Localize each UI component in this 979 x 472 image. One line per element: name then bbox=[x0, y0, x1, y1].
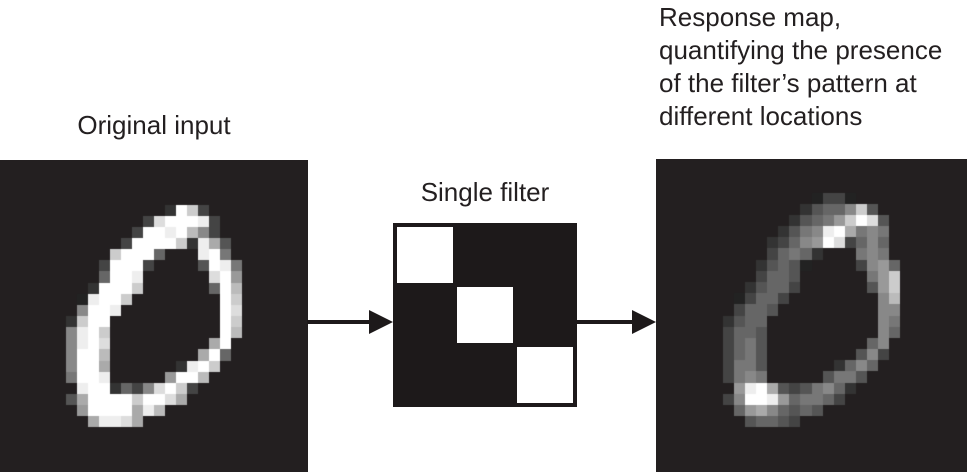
original-input-image bbox=[0, 160, 308, 472]
filter-cell-on bbox=[457, 287, 513, 343]
filter-grid bbox=[393, 223, 577, 407]
flow-arrow-right-line bbox=[577, 320, 635, 324]
caption-line-4: different locations bbox=[659, 101, 863, 131]
response-map-image bbox=[656, 159, 967, 472]
flow-arrow-left-line bbox=[307, 320, 370, 324]
caption-line-1: Response map, bbox=[659, 2, 842, 32]
filter-cell-on bbox=[517, 347, 573, 403]
caption-line-3: of the filter’s pattern at bbox=[659, 68, 917, 98]
response-map-caption: Response map, quantifying the presence o… bbox=[659, 1, 942, 133]
caption-line-2: quantifying the presence bbox=[659, 35, 943, 65]
flow-arrow-left-head bbox=[369, 310, 393, 334]
single-filter-label: Single filter bbox=[420, 177, 550, 207]
filter-cell-on bbox=[397, 227, 453, 283]
flow-arrow-right-head bbox=[632, 310, 656, 334]
original-input-label: Original input bbox=[77, 110, 231, 140]
